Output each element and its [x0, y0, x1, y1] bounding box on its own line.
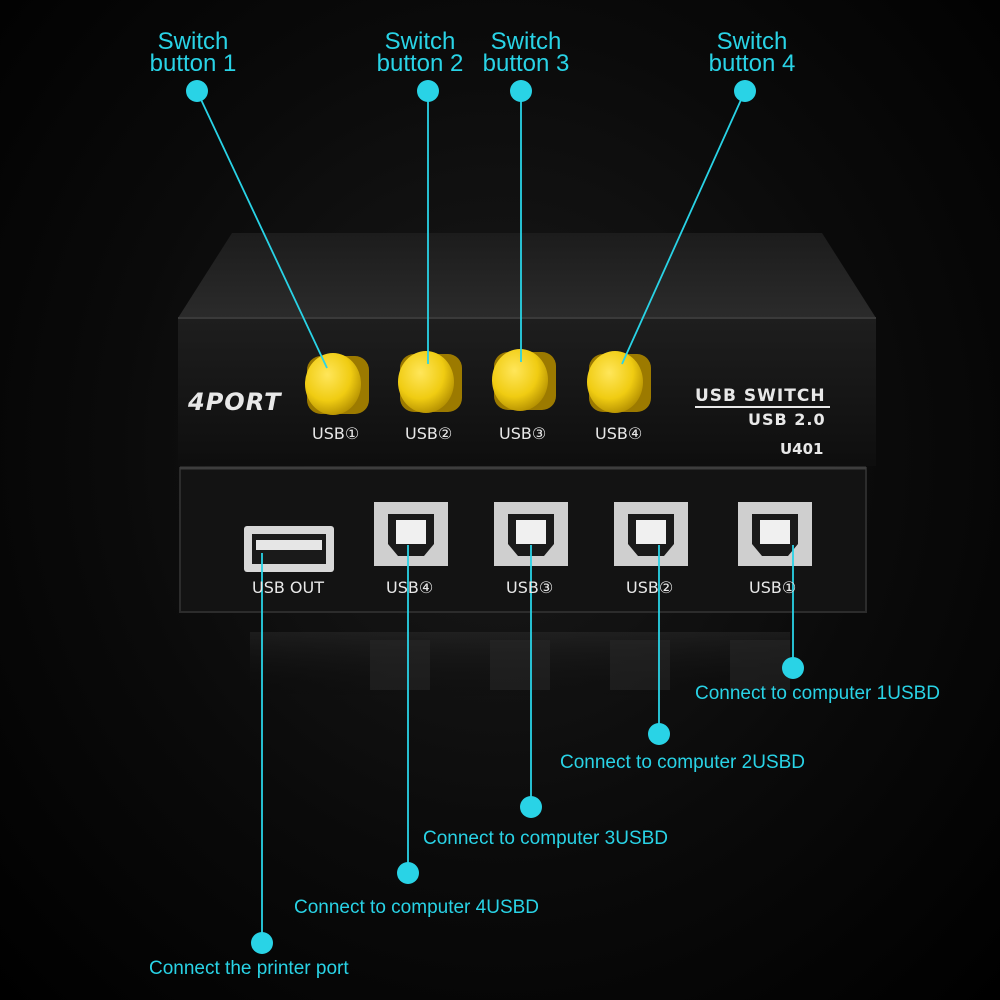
device-subtitle: USB 2.0	[748, 410, 826, 429]
callout-dot-switch-3	[510, 80, 532, 102]
callout-dot-printer	[251, 932, 273, 954]
button-label-3: USB③	[499, 424, 547, 443]
callout-dot-computer-3	[520, 796, 542, 818]
callout-dot-computer-4	[397, 862, 419, 884]
callout-switch-4-line1: Switch	[716, 28, 788, 55]
device-top-face	[178, 233, 876, 318]
device-model: U401	[780, 440, 824, 458]
callout-computer-1: Connect to computer 1USBD	[695, 683, 941, 704]
callout-switch-button-3: Switch button 3	[470, 28, 582, 77]
callout-switch-1-line1: Switch	[157, 28, 229, 55]
device-title: USB SWITCH	[695, 386, 826, 406]
callout-switch-2-line2: button 2	[376, 50, 464, 77]
button-label-1: USB①	[312, 424, 360, 443]
usb-b-port-2[interactable]	[614, 502, 688, 566]
port-label-2: USB②	[626, 578, 674, 597]
button-label-2: USB②	[405, 424, 453, 443]
callout-switch-4-line2: button 4	[708, 50, 796, 77]
callout-computer-3: Connect to computer 3USBD	[423, 828, 669, 849]
switch-button-2[interactable]	[398, 351, 462, 413]
callout-switch-1-line2: button 1	[149, 50, 237, 77]
button-label-4: USB④	[595, 424, 643, 443]
switch-button-1[interactable]	[305, 353, 369, 415]
callout-switch-button-4: Switch button 4	[696, 28, 808, 77]
callout-dot-switch-4	[734, 80, 756, 102]
callout-dot-computer-1	[782, 657, 804, 679]
callout-switch-2-line1: Switch	[384, 28, 456, 55]
callout-computer-2: Connect to computer 2USBD	[560, 752, 806, 773]
switch-button-3[interactable]	[492, 349, 556, 411]
port-label-out: USB OUT	[252, 578, 325, 597]
usb-b-port-1[interactable]	[738, 502, 812, 566]
callout-switch-3-line1: Switch	[490, 28, 562, 55]
usb-out-port[interactable]	[244, 526, 334, 572]
switch-button-4[interactable]	[587, 351, 651, 413]
port-label-4: USB④	[386, 578, 434, 597]
brand-mark: 4PORT	[188, 388, 282, 416]
callout-switch-button-1: Switch button 1	[137, 28, 249, 77]
callout-dot-switch-2	[417, 80, 439, 102]
port-label-1: USB①	[749, 578, 797, 597]
callout-dot-computer-2	[648, 723, 670, 745]
callout-lines	[196, 90, 794, 943]
callout-computer-4: Connect to computer 4USBD	[294, 897, 540, 918]
callout-switch-3-line2: button 3	[482, 50, 570, 77]
port-label-3: USB③	[506, 578, 554, 597]
usb-b-port-4[interactable]	[374, 502, 448, 566]
callout-switch-button-2: Switch button 2	[364, 28, 476, 77]
callout-dot-switch-1	[186, 80, 208, 102]
callout-printer: Connect the printer port	[149, 958, 349, 979]
